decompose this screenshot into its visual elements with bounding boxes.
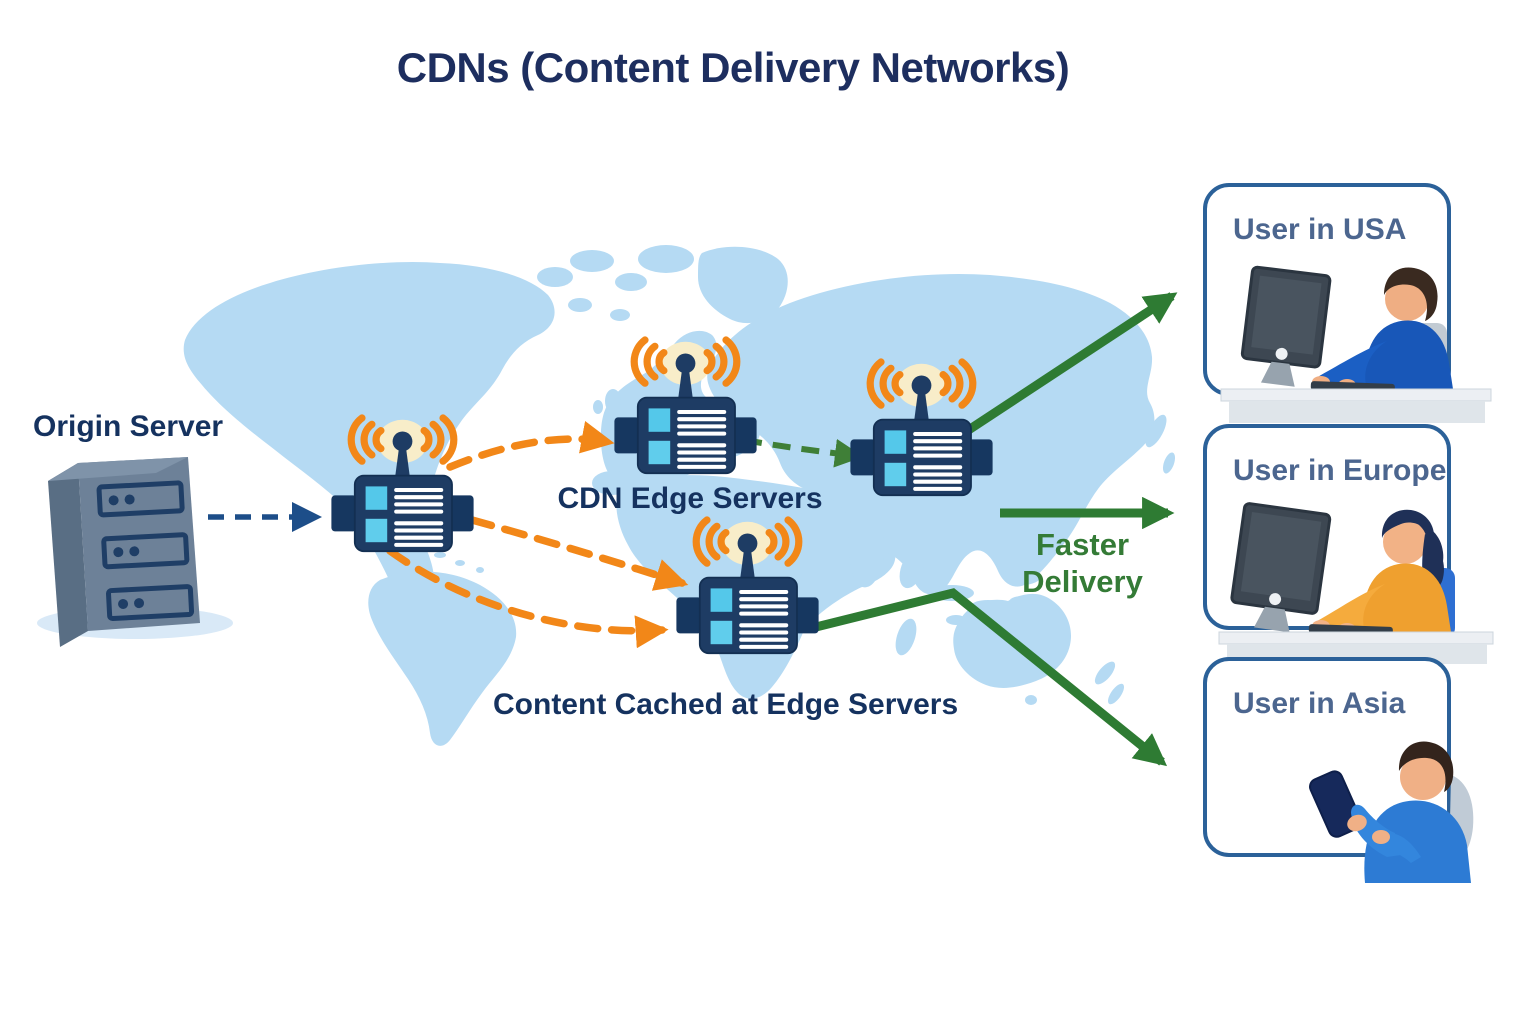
- user-card-asia: User in Asia: [1203, 657, 1474, 883]
- new-zealand: [1094, 661, 1125, 705]
- user-usa-label: User in USA: [1233, 213, 1407, 246]
- page-title: CDNs (Content Delivery Networks): [396, 44, 1070, 91]
- arrow-edge-to-africa-server-2: [386, 547, 669, 649]
- user-card-europe: User in Europe: [1203, 424, 1494, 664]
- arctic-islands: [537, 245, 788, 324]
- server-slots: [96, 480, 195, 622]
- cdn-edge-server-icon-americas: [331, 418, 473, 551]
- user-card-usa: User in USA: [1203, 183, 1492, 423]
- arrow-europe-to-asia-server: [743, 437, 864, 468]
- continent-north-america: [183, 261, 555, 608]
- cdn-edge-servers-label: CDN Edge Servers: [557, 482, 823, 515]
- content-cached-label: Content Cached at Edge Servers: [493, 688, 959, 721]
- origin-server-icon: [37, 457, 233, 647]
- cdn-edge-server-icon-europe: [614, 340, 756, 473]
- cdn-edge-server-icon-africa: [676, 520, 818, 653]
- india-peninsula: [848, 518, 885, 588]
- island-tasmania: [1025, 695, 1037, 705]
- cdn-edge-server-icon-asia: [850, 362, 992, 495]
- japan-islands: [1145, 414, 1176, 474]
- arrow-edge-to-africa-server-1: [468, 516, 689, 591]
- faster-delivery-line1: Faster: [1035, 527, 1130, 562]
- arrow-to-user-asia: [814, 588, 1168, 767]
- faster-delivery-line2: Delivery: [1022, 564, 1143, 599]
- caribbean-islands: [434, 552, 484, 573]
- island-britain: [605, 389, 621, 413]
- arrow-to-user-usa: [961, 292, 1178, 437]
- island-ireland: [593, 400, 603, 414]
- continent-south-america: [368, 571, 517, 746]
- faster-delivery-label: Faster Delivery: [980, 526, 1185, 600]
- user-europe-label: User in Europe: [1233, 454, 1447, 487]
- arrow-edge-to-europe-server: [446, 420, 615, 471]
- island-madagascar: [895, 618, 917, 656]
- origin-server-label: Origin Server: [33, 410, 224, 443]
- user-asia-label: User in Asia: [1233, 687, 1406, 720]
